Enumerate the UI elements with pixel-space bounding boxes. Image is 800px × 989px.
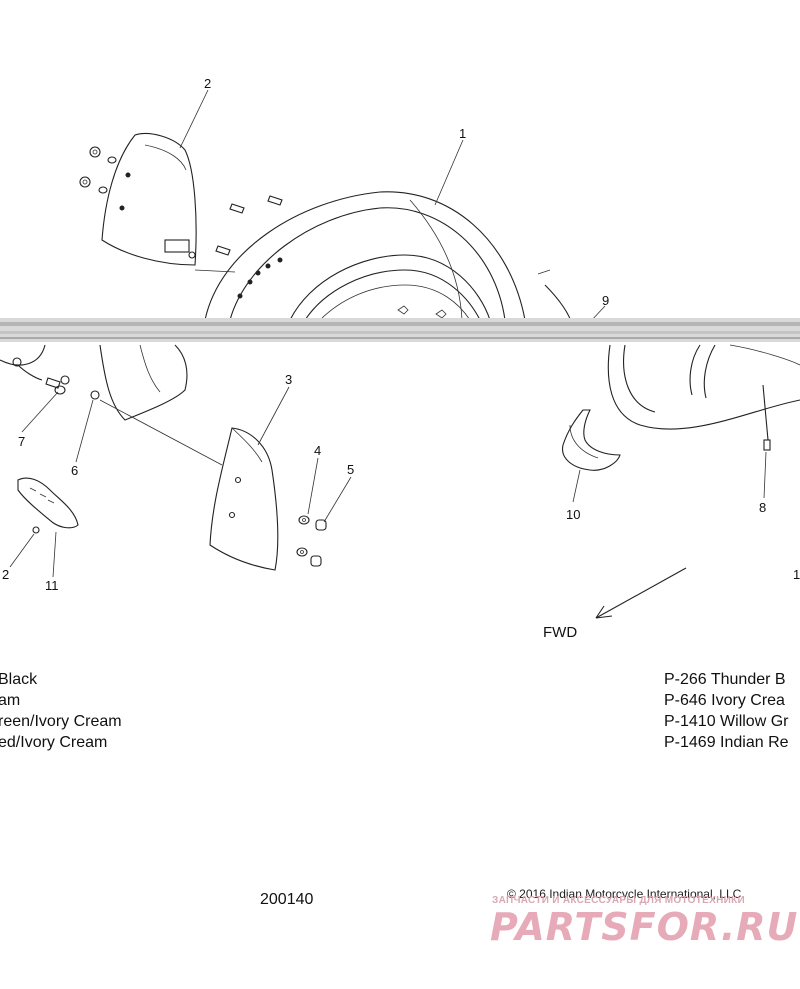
legend-entry: P-1469 Indian Re	[664, 734, 789, 751]
callout-5: 5	[347, 462, 354, 477]
hardware-cluster-upper-left	[79, 146, 117, 194]
callout-9: 9	[602, 293, 609, 308]
color-legend-left: Black am reen/Ivory Cream ed/Ivory Cream	[0, 669, 122, 753]
callout-7: 7	[18, 434, 25, 449]
leader-lines	[9, 89, 767, 578]
legend-entry: am	[0, 692, 21, 709]
watermark-brand-logo: PARTSFOR.RU	[490, 905, 799, 949]
part-10-badge	[562, 409, 621, 471]
copyright-notice: © 2016 Indian Motorcycle International, …	[507, 887, 742, 901]
legend-entry: P-1410 Willow Gr	[664, 713, 789, 730]
bolts-upper	[215, 195, 283, 256]
callout-1-edge: 1	[793, 567, 800, 582]
part-2-side-cover	[101, 132, 197, 266]
part-11-bracket	[17, 477, 79, 534]
fwd-label: FWD	[543, 624, 577, 641]
drawing-number: 200140	[260, 891, 314, 908]
legend-entry: P-266 Thunder B	[664, 671, 786, 688]
legend-entry: Black	[0, 671, 38, 688]
legend-entry: reen/Ivory Cream	[0, 713, 122, 730]
callout-4: 4	[314, 443, 321, 458]
left-lower-fender-section	[0, 344, 188, 421]
callout-1: 1	[459, 126, 466, 141]
legend-entry: P-646 Ivory Crea	[664, 692, 785, 709]
part-3-side-cover	[209, 427, 279, 571]
part-4-5-hardware	[296, 515, 327, 567]
torn-band	[0, 318, 800, 342]
legend-entry: ed/Ivory Cream	[0, 734, 108, 751]
callout-8: 8	[759, 500, 766, 515]
forward-arrow-icon	[595, 567, 687, 619]
callout-2-lower: 2	[2, 567, 9, 582]
part-6-7-hardware	[12, 357, 100, 400]
watermark-subtitle: ЗАПЧАСТИ И АКСЕССУАРЫ ДЛЯ МОТОТЕХНИКИ	[492, 895, 745, 906]
part-1-fender	[204, 191, 526, 321]
callout-6: 6	[71, 463, 78, 478]
callout-3: 3	[285, 372, 292, 387]
callout-11: 11	[45, 578, 59, 593]
part-9-fender-lower	[537, 269, 800, 430]
part-8-pin	[762, 384, 771, 451]
callout-2: 2	[204, 76, 211, 91]
callout-10: 10	[566, 507, 580, 522]
